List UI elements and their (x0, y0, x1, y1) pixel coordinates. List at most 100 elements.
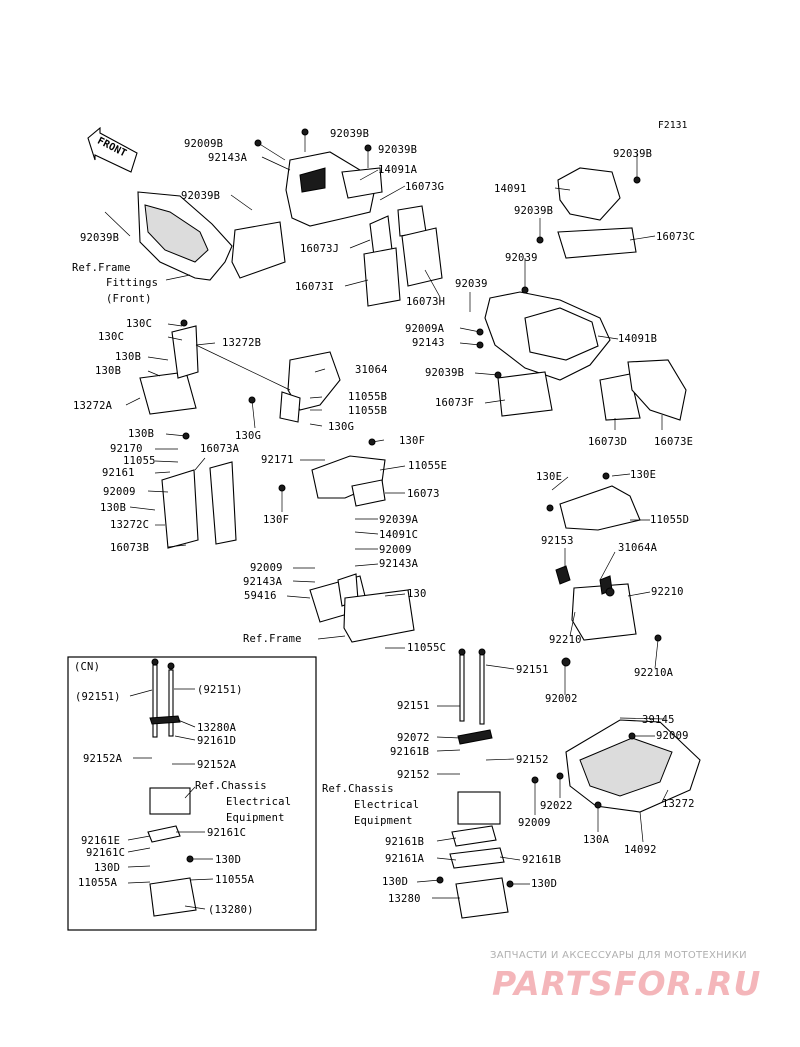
part-label: 16073I (295, 281, 335, 293)
part-label: 92161B (390, 746, 430, 758)
part-label: 92143A (379, 558, 419, 570)
part-label: 16073 (407, 488, 440, 500)
part-label: 130G (328, 421, 355, 433)
part-label: 92039B (514, 205, 554, 217)
part-label: 11055A (78, 877, 118, 889)
part-label: 130F (399, 435, 426, 447)
part-label: 16073G (405, 181, 445, 193)
ref-label: Fittings (106, 277, 159, 289)
part-label: 92161B (385, 836, 425, 848)
tray-14092 (565, 719, 701, 813)
part-label: 13280A (197, 722, 237, 734)
part-label: 92161 (102, 467, 135, 479)
part-label: 92009 (656, 730, 689, 742)
part-label: 13280 (388, 893, 421, 905)
bracket-31064A (555, 565, 637, 641)
part-label: 92161A (385, 853, 425, 865)
part-label: 13272B (222, 337, 262, 349)
part-label: 14091A (378, 164, 418, 176)
part-label: 130B (128, 428, 155, 440)
part-label: 31064 (355, 364, 388, 376)
part-label: 13272 (662, 798, 695, 810)
part-label: (92151) (197, 684, 243, 696)
part-label: 130D (215, 854, 242, 866)
cn-box-label: (CN) (74, 661, 101, 673)
part-label: 11055 (123, 455, 156, 467)
part-label: 16073H (406, 296, 446, 308)
part-label: 92039B (378, 144, 418, 156)
part-label: 130D (531, 878, 558, 890)
ref-label: Ref.Chassis (195, 780, 267, 792)
part-label: 92161E (81, 835, 121, 847)
part-label: 16073B (110, 542, 150, 554)
center-bracket-31064 (279, 351, 341, 423)
part-label: 92152 (516, 754, 549, 766)
part-label: 92039B (330, 128, 370, 140)
center-mount-lower (309, 573, 415, 643)
part-label: 39145 (642, 714, 675, 726)
part-label: 92039 (455, 278, 488, 290)
part-label: 92143A (243, 576, 283, 588)
part-label: 130E (630, 469, 657, 481)
leader-lines (104, 134, 669, 910)
part-label: 14091B (618, 333, 658, 345)
part-label: 92072 (397, 732, 430, 744)
ref-label: Electrical (226, 796, 292, 808)
bracket-right-11055D (559, 485, 641, 531)
part-label: 92039B (181, 190, 221, 202)
part-label: 92152A (83, 753, 123, 765)
part-label: 16073J (300, 243, 340, 255)
part-label: 92009 (250, 562, 283, 574)
part-label: 92143 (412, 337, 445, 349)
part-label: 92161C (86, 847, 126, 859)
part-label: 14092 (624, 844, 657, 856)
part-label: 130B (95, 365, 122, 377)
part-label: 11055B (348, 391, 388, 403)
rear-cover-top (557, 167, 637, 259)
front-guard-left (137, 191, 233, 281)
part-label: 16073A (200, 443, 240, 455)
fastener-marks (151, 128, 662, 888)
part-label: 130C (98, 331, 125, 343)
ref-label: (Front) (106, 293, 152, 305)
part-label: 92002 (545, 693, 578, 705)
part-label: 14091 (494, 183, 527, 195)
ref-label: Equipment (226, 812, 285, 824)
pad-group-top (363, 205, 443, 307)
ref-label: Equipment (354, 815, 413, 827)
part-label: 92161C (207, 827, 247, 839)
part-label: 130D (94, 862, 121, 874)
bracket-left-lower (161, 461, 237, 549)
part-label: 92170 (110, 443, 143, 455)
part-label: 11055E (408, 460, 448, 472)
battery-assembly (449, 651, 509, 919)
ref-label: Ref.Frame (243, 633, 302, 645)
part-label: 92009 (518, 817, 551, 829)
part-label: 92009B (184, 138, 224, 150)
part-label: 92153 (541, 535, 574, 547)
part-label: 92171 (261, 454, 294, 466)
part-label: 92152A (197, 759, 237, 771)
part-label: 130B (115, 351, 142, 363)
part-label: 92022 (540, 800, 573, 812)
part-label: 14091C (379, 529, 419, 541)
part-label: 11055D (650, 514, 690, 526)
part-label: 16073D (588, 436, 628, 448)
part-label: 92009A (405, 323, 445, 335)
part-label: 31064A (618, 542, 658, 554)
part-label: 92151 (516, 664, 549, 676)
part-label: 130D (382, 876, 409, 888)
part-label: 92039B (425, 367, 465, 379)
part-label: 92039 (505, 252, 538, 264)
ref-label: Ref.Frame (72, 262, 131, 274)
front-arrow (87, 126, 138, 173)
part-label: 92009 (379, 544, 412, 556)
part-label: 92210A (634, 667, 674, 679)
rear-cover-main (484, 291, 687, 421)
watermark-caption: ЗАПЧАСТИ И АКСЕССУАРЫ ДЛЯ МОТОТЕХНИКИ (490, 950, 747, 961)
part-label: 92161B (522, 854, 562, 866)
part-label: 11055A (215, 874, 255, 886)
part-label: 130 (407, 588, 427, 600)
part-label: 130G (235, 430, 262, 442)
part-label: 11055C (407, 642, 447, 654)
